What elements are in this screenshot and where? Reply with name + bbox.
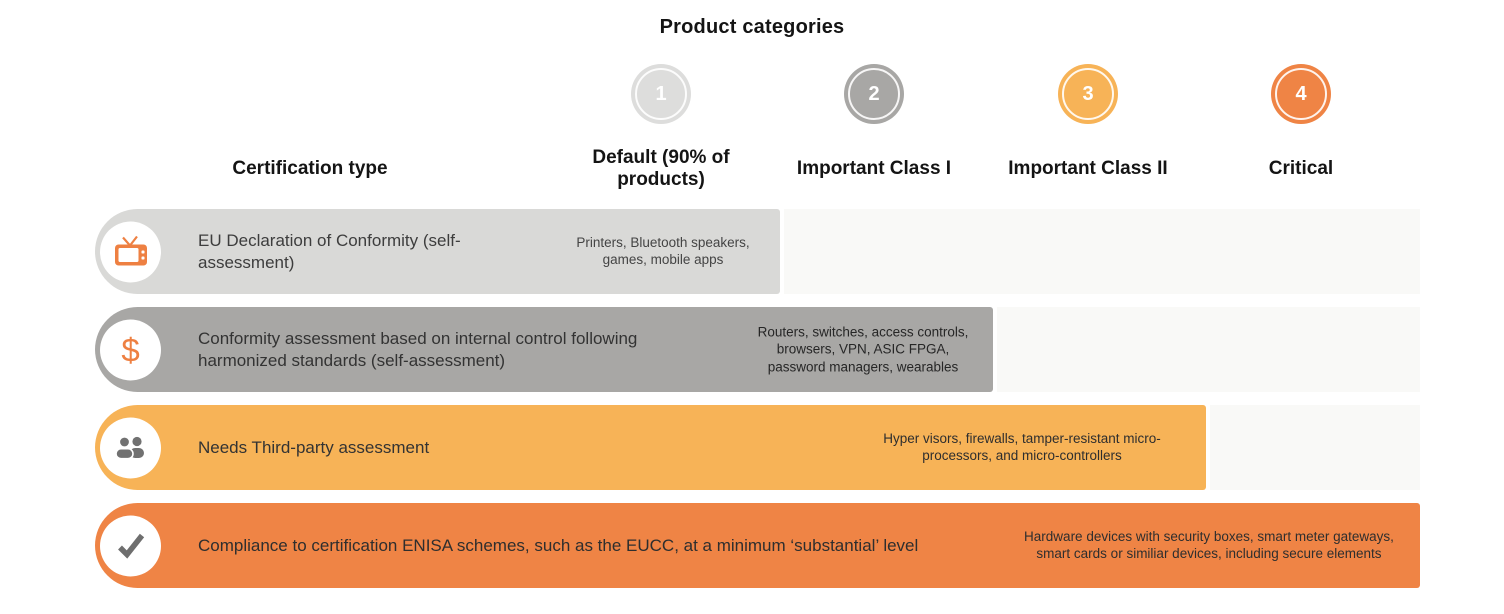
icon-circle xyxy=(100,221,161,282)
category-circle-3: 3 xyxy=(1058,64,1118,124)
dollar-icon: $ xyxy=(121,331,140,368)
row-title: Compliance to certification ENISA scheme… xyxy=(198,535,919,555)
column-header-important-class-1: Important Class I xyxy=(796,158,952,180)
row-examples: Hardware devices with security boxes, sm… xyxy=(1024,528,1394,562)
row-bar: Hardware devices with security boxes, sm… xyxy=(95,503,1420,588)
category-circle-2: 2 xyxy=(844,64,904,124)
row-track xyxy=(1210,405,1420,490)
category-number: 2 xyxy=(868,82,880,105)
row-internal-control: Routers, switches, access controls, brow… xyxy=(95,307,1420,392)
row-bar: Routers, switches, access controls, brow… xyxy=(95,307,993,392)
row-bar: Hyper visors, firewalls, tamper-resistan… xyxy=(95,405,1206,490)
row-third-party: Hyper visors, firewalls, tamper-resistan… xyxy=(95,405,1420,490)
row-track xyxy=(784,209,1420,294)
row-examples: Hyper visors, firewalls, tamper-resistan… xyxy=(883,430,1161,464)
page-title: Product categories xyxy=(659,16,845,38)
category-number: 4 xyxy=(1295,82,1307,105)
certification-type-header: Certification type xyxy=(232,158,388,180)
category-circle-1: 1 xyxy=(631,64,691,124)
row-title: EU Declaration of Conformity (self-asses… xyxy=(198,230,461,272)
column-header-default: Default (90% of products) xyxy=(592,147,730,190)
row-enisa-certification: Hardware devices with security boxes, sm… xyxy=(95,503,1420,588)
people-icon xyxy=(113,435,149,461)
category-number: 3 xyxy=(1082,82,1094,105)
column-header-critical: Critical xyxy=(1268,158,1334,180)
circle-ring xyxy=(848,68,900,120)
icon-circle: $ xyxy=(100,319,161,380)
category-circle-4: 4 xyxy=(1271,64,1331,124)
row-title: Conformity assessment based on internal … xyxy=(198,328,638,370)
circle-ring xyxy=(635,68,687,120)
circle-ring xyxy=(1275,68,1327,120)
column-header-important-class-2: Important Class II xyxy=(1008,158,1168,180)
row-title: Needs Third-party assessment xyxy=(198,437,430,457)
circle-ring xyxy=(1062,68,1114,120)
check-icon xyxy=(116,532,146,560)
icon-circle xyxy=(100,515,161,576)
row-examples: Printers, Bluetooth speakers, games, mob… xyxy=(576,234,750,268)
icon-circle xyxy=(100,417,161,478)
row-examples: Routers, switches, access controls, brow… xyxy=(757,323,969,375)
row-track xyxy=(997,307,1420,392)
category-number: 1 xyxy=(655,82,667,105)
row-bar: Printers, Bluetooth speakers, games, mob… xyxy=(95,209,780,294)
row-eu-declaration: Printers, Bluetooth speakers, games, mob… xyxy=(95,209,1420,294)
tv-icon xyxy=(113,235,149,268)
